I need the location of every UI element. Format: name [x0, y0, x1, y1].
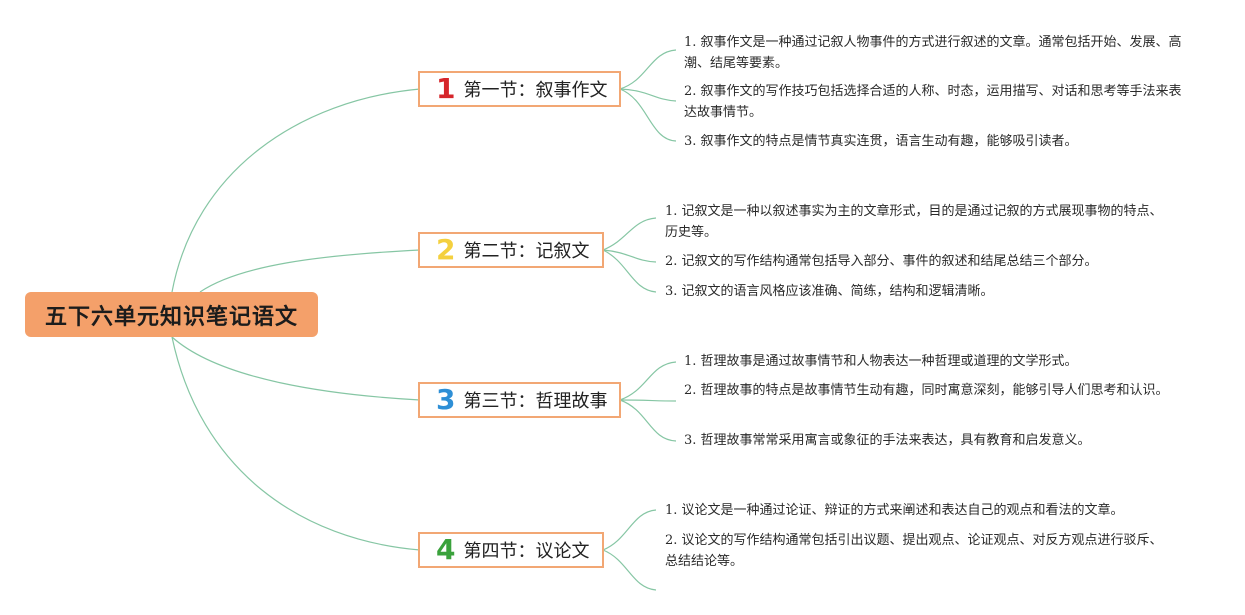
- leaf-text: 1. 哲理故事是通过故事情节和人物表达一种哲理或道理的文学形式。: [684, 354, 1078, 369]
- link-b3-leaf-1: [619, 361, 677, 401]
- leaf-text: 2. 叙事作文的写作技巧包括选择合适的人称、时态，运用描写、对话和思考等手法来表…: [684, 84, 1182, 120]
- leaf-text: 1. 叙事作文是一种通过记叙人物事件的方式进行叙述的文章。通常包括开始、发展、高…: [684, 35, 1182, 71]
- branch-node-3[interactable]: 3 第三节：哲理故事: [418, 382, 621, 418]
- link-b3-leaf-2: [619, 399, 677, 402]
- link-root-branch-3: [171, 336, 421, 401]
- leaf-text: 1. 议论文是一种通过论证、辩证的方式来阐述和表达自己的观点和看法的文章。: [665, 503, 1124, 518]
- link-b1-leaf-2: [619, 88, 677, 102]
- link-b4-leaf-2: [602, 549, 657, 591]
- link-root-branch-4: [171, 336, 421, 551]
- branch-node-2[interactable]: 2 第二节：记叙文: [418, 232, 604, 268]
- branch-label: 第四节：议论文: [463, 541, 590, 562]
- link-root-branch-2: [199, 249, 421, 293]
- leaf-text: 3. 哲理故事常常采用寓言或象征的手法来表达，具有教育和启发意义。: [684, 433, 1091, 448]
- branch-label: 第二节：记叙文: [463, 241, 590, 262]
- link-root-branch-1: [171, 88, 421, 293]
- leaf-text: 3. 记叙文的语言风格应该准确、简练，结构和逻辑清晰。: [665, 284, 994, 299]
- link-b3-leaf-3: [619, 399, 677, 442]
- number-4-icon: 4: [436, 533, 456, 566]
- branch-node-4[interactable]: 4 第四节：议论文: [418, 532, 604, 568]
- branch-label: 第三节：哲理故事: [463, 391, 608, 412]
- leaf-text: 2. 记叙文的写作结构通常包括导入部分、事件的叙述和结尾总结三个部分。: [665, 254, 1098, 269]
- number-3-icon: 3: [436, 383, 456, 416]
- root-node[interactable]: 五下六单元知识笔记语文: [25, 292, 318, 337]
- branch-node-1[interactable]: 1 第一节：叙事作文: [418, 71, 621, 107]
- number-1-icon: 1: [436, 72, 456, 105]
- leaf-text: 3. 叙事作文的特点是情节真实连贯，语言生动有趣，能够吸引读者。: [684, 134, 1078, 149]
- link-b1-leaf-3: [619, 88, 677, 142]
- link-b2-leaf-3: [602, 249, 657, 293]
- number-2-icon: 2: [436, 233, 456, 266]
- link-b2-leaf-2: [602, 249, 657, 263]
- leaf-text: 1. 记叙文是一种以叙述事实为主的文章形式，目的是通过记叙的方式展现事物的特点、…: [665, 204, 1163, 240]
- link-b1-leaf-1: [619, 49, 677, 90]
- root-label: 五下六单元知识笔记语文: [44, 304, 298, 330]
- branch-label: 第一节：叙事作文: [463, 80, 608, 101]
- leaf-text: 2. 哲理故事的特点是故事情节生动有趣，同时寓意深刻，能够引导人们思考和认识。: [684, 383, 1169, 398]
- link-b2-leaf-1: [602, 217, 657, 251]
- link-b4-leaf-1: [602, 509, 657, 551]
- leaf-text: 2. 议论文的写作结构通常包括引出议题、提出观点、论证观点、对反方观点进行驳斥、…: [665, 533, 1163, 569]
